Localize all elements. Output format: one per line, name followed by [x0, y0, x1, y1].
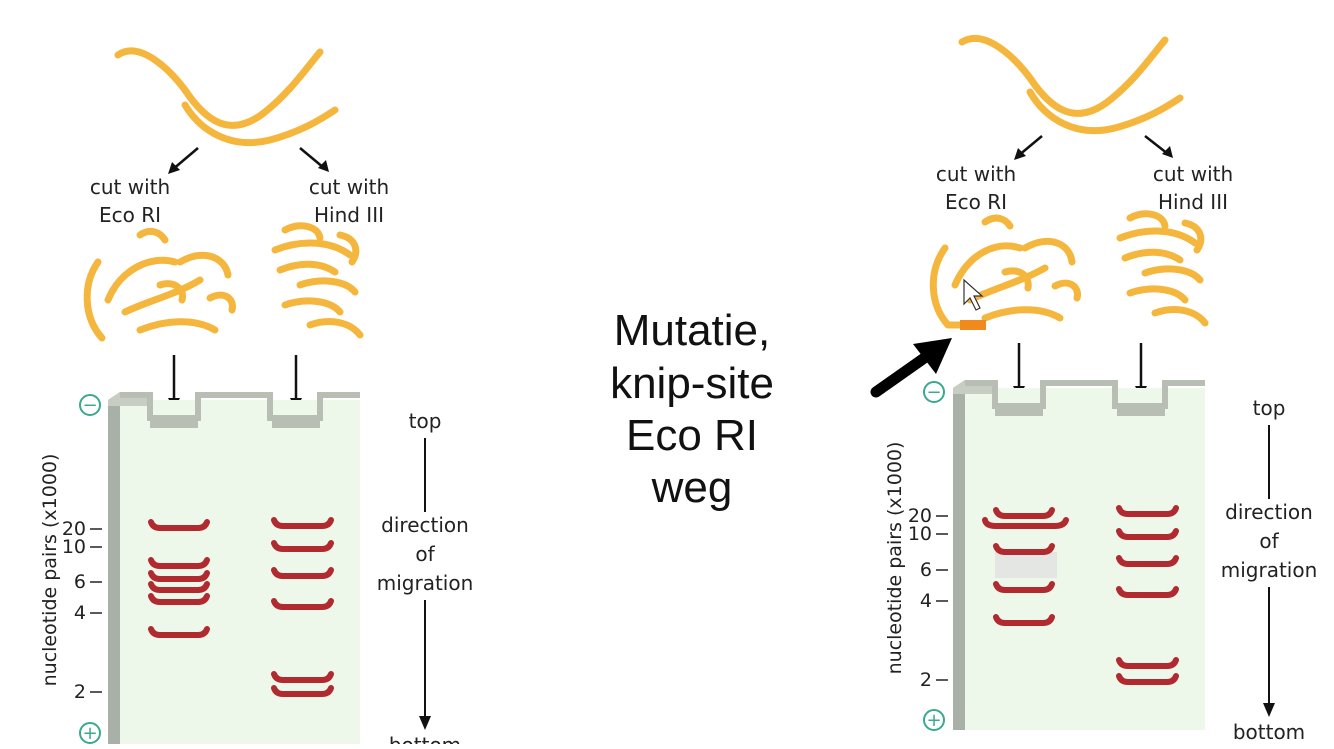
left-negative-marker: [79, 394, 101, 416]
left-direction-bottom: bottom: [389, 733, 461, 744]
right-positive-symbol: +: [926, 710, 941, 731]
svg-text:2: 2: [920, 669, 932, 691]
right-dna-strand: [958, 34, 1184, 135]
left-positive-symbol: +: [82, 723, 97, 744]
left-direction-line1: direction: [381, 513, 469, 537]
svg-text:4: 4: [74, 602, 86, 624]
center-line-4: weg: [651, 463, 733, 512]
right-negative-symbol: −: [926, 382, 941, 403]
right-ecori-fragments: [929, 214, 1081, 329]
left-lane2-bands: [271, 517, 334, 697]
left-dna-strand: [114, 47, 339, 147]
mutation-site-marker: [960, 320, 986, 330]
left-direction-line2: of: [415, 542, 435, 566]
center-line-1: Mutatie,: [614, 306, 771, 355]
svg-text:4: 4: [920, 590, 932, 612]
left-negative-symbol: −: [82, 395, 97, 416]
right-cut-hindiii-line1: cut with: [1153, 162, 1233, 186]
left-cut-hindiii-line2: Hind III: [314, 203, 384, 227]
left-ecori-fragments: [83, 227, 236, 342]
left-cut-ecori-line1: cut with: [90, 175, 170, 199]
right-arrowhead-hindiii: [1162, 146, 1173, 158]
right-direction-bottom: bottom: [1233, 720, 1305, 744]
right-axis-label: nucleotide pairs (x1000): [884, 442, 906, 675]
right-direction-line3: migration: [1221, 558, 1318, 582]
svg-text:10: 10: [62, 536, 86, 558]
right-direction-arrowhead: [1263, 703, 1275, 717]
mutation-pointer-arrow: [870, 338, 952, 398]
svg-text:20: 20: [908, 505, 932, 527]
right-arrow-to-hindiii: [1144, 135, 1169, 155]
right-lane2-bands: [1116, 505, 1179, 685]
right-well-1: [995, 404, 1043, 416]
left-cut-ecori-line2: Eco RI: [99, 203, 161, 227]
right-lane1-bands: [982, 507, 1069, 626]
right-negative-marker: [923, 381, 945, 403]
center-annotation: Mutatie, knip-site Eco RI weg: [610, 306, 774, 512]
center-line-2: knip-site: [610, 359, 774, 408]
right-panel: cut with Eco RI cut with Hind III: [870, 34, 1318, 744]
svg-text:20: 20: [62, 518, 86, 540]
right-hindiii-fragments: [1116, 210, 1209, 327]
right-gel: [953, 380, 1205, 730]
left-hindiii-fragments: [271, 222, 364, 339]
right-cut-ecori-line2: Eco RI: [945, 190, 1007, 214]
right-direction-line2: of: [1259, 529, 1279, 553]
right-missing-band-highlight: [995, 552, 1057, 578]
left-positive-marker: [79, 722, 101, 744]
left-arrowhead-ecori: [168, 162, 180, 174]
right-ticks: 20 10 6 4 2: [908, 505, 948, 691]
left-direction-top: top: [409, 409, 442, 433]
right-positive-marker: [923, 709, 945, 731]
right-well-2: [1117, 404, 1165, 416]
svg-text:6: 6: [920, 559, 932, 581]
right-direction-top: top: [1253, 396, 1286, 420]
left-gel: [108, 392, 360, 744]
left-well-1: [150, 416, 198, 428]
left-direction-arrowhead: [419, 716, 431, 730]
svg-text:6: 6: [74, 571, 86, 593]
svg-text:2: 2: [74, 681, 86, 703]
left-arrow-to-hindiii: [299, 147, 325, 169]
left-panel: cut with Eco RI cut with Hind III: [39, 47, 474, 749]
left-arrowhead-hindiii: [318, 160, 329, 172]
left-lane1-bands: [148, 519, 210, 638]
left-ticks: 20 10 6 4 2: [62, 518, 102, 703]
right-cut-ecori-line1: cut with: [936, 162, 1016, 186]
right-direction-line1: direction: [1225, 500, 1313, 524]
left-cut-hindiii-line1: cut with: [309, 175, 389, 199]
right-cut-hindiii-line2: Hind III: [1158, 190, 1228, 214]
mouse-cursor-icon: [963, 278, 984, 311]
right-arrowhead-ecori: [1014, 148, 1026, 160]
left-direction-line3: migration: [377, 571, 474, 595]
left-axis-label: nucleotide pairs (x1000): [39, 454, 61, 687]
left-well-2: [272, 416, 320, 428]
svg-text:10: 10: [908, 523, 932, 545]
center-line-3: Eco RI: [626, 411, 758, 460]
